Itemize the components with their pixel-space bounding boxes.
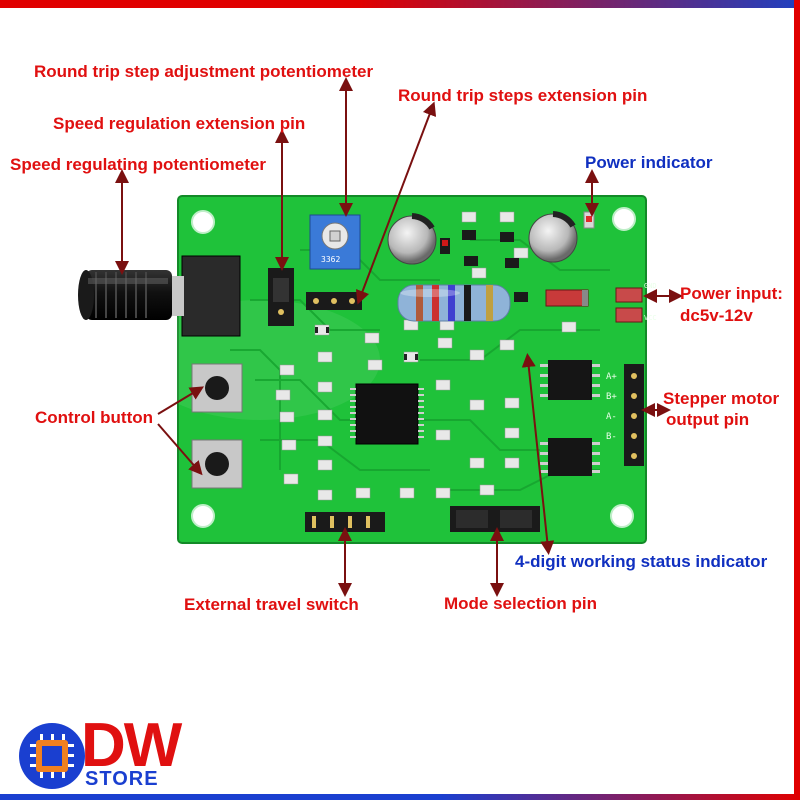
mode-selection-header — [450, 506, 540, 532]
power-pin-vcc: VCC — [644, 314, 657, 322]
pot-code-label: 3362 — [321, 255, 341, 264]
frame-top-border — [0, 0, 800, 8]
label-power-indicator: Power indicator — [585, 153, 713, 172]
round-trip-extension-header — [306, 292, 362, 310]
label-stepper-output-1: Stepper motor — [663, 389, 780, 408]
speed-extension-header — [268, 268, 294, 326]
chip-logo-icon — [19, 723, 85, 789]
label-power-input-2: dc5v-12v — [680, 306, 753, 325]
output-pin-a-plus: A+ — [606, 372, 617, 382]
smd-components — [275, 211, 643, 501]
label-status-indicator: 4-digit working status indicator — [515, 552, 768, 571]
output-pin-b-plus: B+ — [606, 392, 617, 402]
speed-potentiometer — [78, 255, 241, 337]
label-mode-pin: Mode selection pin — [444, 594, 598, 613]
output-pin-a-minus: A- — [606, 412, 617, 422]
label-speed-extension-pin: Speed regulation extension pin — [53, 114, 306, 133]
power-resistor — [397, 284, 511, 322]
label-round-trip-extension-pin: Round trip steps extension pin — [398, 86, 648, 105]
label-external-switch: External travel switch — [184, 595, 359, 614]
mounting-holes — [191, 207, 636, 528]
store-logo: DW STORE — [15, 711, 185, 796]
external-switch-header — [305, 512, 385, 532]
label-round-trip-step-pot: Round trip step adjustment potentiometer — [34, 62, 374, 81]
logo-sub: STORE — [85, 768, 159, 790]
label-control-button: Control button — [35, 408, 154, 427]
output-pin-b-minus: B- — [606, 432, 617, 442]
label-speed-pot: Speed regulating potentiometer — [10, 155, 266, 174]
frame-right-border — [794, 0, 800, 800]
label-stepper-output-2: output pin — [666, 410, 750, 429]
label-power-input-1: Power input: — [680, 284, 783, 303]
main-controller-chip — [350, 383, 424, 445]
annotation-arrows — [115, 77, 683, 597]
logo-brand: DW — [81, 711, 182, 780]
stepper-output-header — [624, 364, 644, 466]
power-pin-gnd: GND — [644, 282, 657, 290]
frame-bottom-border — [0, 794, 800, 800]
